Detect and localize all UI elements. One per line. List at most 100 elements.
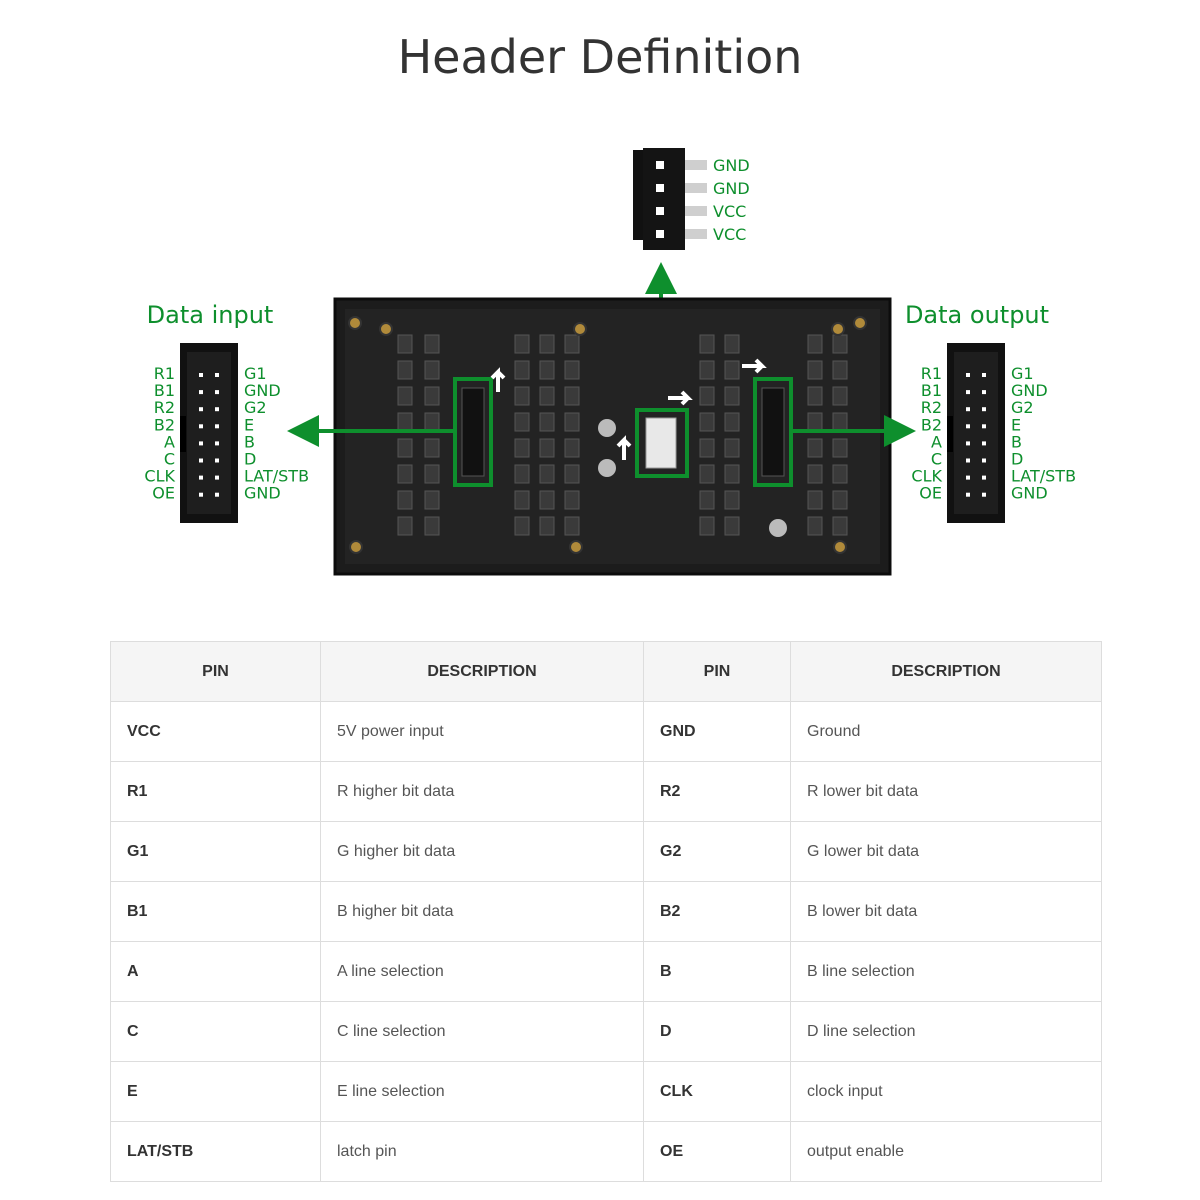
- power-pin-dot: [656, 161, 664, 169]
- header-pin-label: LAT/STB: [1011, 467, 1076, 486]
- header-pin-dot: [966, 458, 970, 463]
- header-pin-dot: [966, 407, 970, 412]
- header-pin-label: CLK: [911, 467, 942, 486]
- board-chip: [514, 438, 530, 458]
- board-chip: [514, 490, 530, 510]
- pin-name-cell: G1: [110, 821, 321, 882]
- board-chip: [832, 412, 848, 432]
- screw-hole: [349, 540, 363, 554]
- header-pin-dot: [982, 475, 986, 480]
- board-chip: [539, 516, 555, 536]
- board-chip: [807, 360, 823, 380]
- power-pin-lead: [685, 160, 707, 170]
- header-pin-dot: [966, 390, 970, 395]
- pin-name-cell: R2: [643, 761, 791, 822]
- board-chip: [724, 360, 740, 380]
- col-header-description: DESCRIPTION: [790, 641, 1102, 702]
- board-chip: [539, 386, 555, 406]
- board-chip: [832, 334, 848, 354]
- board-chip: [832, 464, 848, 484]
- header-pin-dot: [215, 424, 219, 429]
- board-chip: [514, 412, 530, 432]
- board-chip: [424, 438, 440, 458]
- header-pin-label: GND: [1011, 484, 1048, 503]
- screw-hole: [573, 322, 587, 336]
- board-chip: [564, 438, 580, 458]
- pin-description-cell: Ground: [790, 701, 1102, 762]
- header-pin-dot: [966, 424, 970, 429]
- header-pin-dot: [199, 441, 203, 446]
- board-chip: [832, 516, 848, 536]
- header-pin-dot: [215, 492, 219, 497]
- board-chip: [397, 360, 413, 380]
- header-pin-label: R2: [154, 398, 175, 417]
- header-pin-label: B1: [154, 381, 175, 400]
- pin-description-cell: B line selection: [790, 941, 1102, 1002]
- board-chip: [807, 386, 823, 406]
- header-pin-dot: [966, 441, 970, 446]
- screw-hole: [831, 322, 845, 336]
- header-pin-label: E: [1011, 415, 1021, 434]
- board-chip: [699, 360, 715, 380]
- board-chip: [424, 360, 440, 380]
- header-pin-dot: [199, 390, 203, 395]
- header-pin-dot: [199, 373, 203, 377]
- board-chip: [724, 464, 740, 484]
- board-chip: [539, 464, 555, 484]
- board-chip: [724, 334, 740, 354]
- header-pin-dot: [215, 373, 219, 377]
- board-chip: [699, 490, 715, 510]
- pin-name-cell: OE: [643, 1121, 791, 1182]
- board-chip: [724, 438, 740, 458]
- pin-description-cell: G higher bit data: [320, 821, 644, 882]
- header-pin-dot: [982, 458, 986, 463]
- header-pin-label: B2: [921, 415, 942, 434]
- page-title: Header Definition: [397, 30, 803, 84]
- pin-name-cell: A: [110, 941, 321, 1002]
- board-chip: [424, 490, 440, 510]
- header-pin-label: LAT/STB: [244, 467, 309, 486]
- board-chip: [564, 412, 580, 432]
- screw-hole: [853, 316, 867, 330]
- pin-name-cell: R1: [110, 761, 321, 822]
- header-pin-dot: [982, 424, 986, 429]
- board-chip: [807, 412, 823, 432]
- board-chip: [514, 516, 530, 536]
- board-chip: [807, 464, 823, 484]
- pin-description-cell: C line selection: [320, 1001, 644, 1062]
- header-pin-dot: [215, 458, 219, 463]
- board-chip: [514, 464, 530, 484]
- header-pin-dot: [982, 441, 986, 446]
- power-pin-label: VCC: [713, 225, 746, 244]
- header-pin-label: B: [244, 432, 255, 451]
- header-pin-label: D: [1011, 450, 1023, 469]
- header-pin-label: A: [931, 432, 942, 451]
- header-pin-dot: [199, 475, 203, 480]
- header-pin-label: G1: [1011, 364, 1034, 383]
- power-pin-dot: [656, 184, 664, 192]
- board-chip: [539, 334, 555, 354]
- power-pin-dot: [656, 207, 664, 215]
- board-chip: [424, 464, 440, 484]
- header-pin-label: G2: [1011, 398, 1034, 417]
- header-pin-dot: [215, 441, 219, 446]
- power-pin-label: GND: [713, 156, 750, 175]
- board-chip: [807, 334, 823, 354]
- board-chip: [807, 516, 823, 536]
- board-chip: [424, 386, 440, 406]
- data-output-title: Data output: [905, 301, 1049, 329]
- header-pin-dot: [199, 424, 203, 429]
- board-chip: [397, 334, 413, 354]
- header-pin-label: GND: [244, 381, 281, 400]
- pin-name-cell: VCC: [110, 701, 321, 762]
- board-chip: [807, 490, 823, 510]
- pin-name-cell: GND: [643, 701, 791, 762]
- pin-name-cell: E: [110, 1061, 321, 1122]
